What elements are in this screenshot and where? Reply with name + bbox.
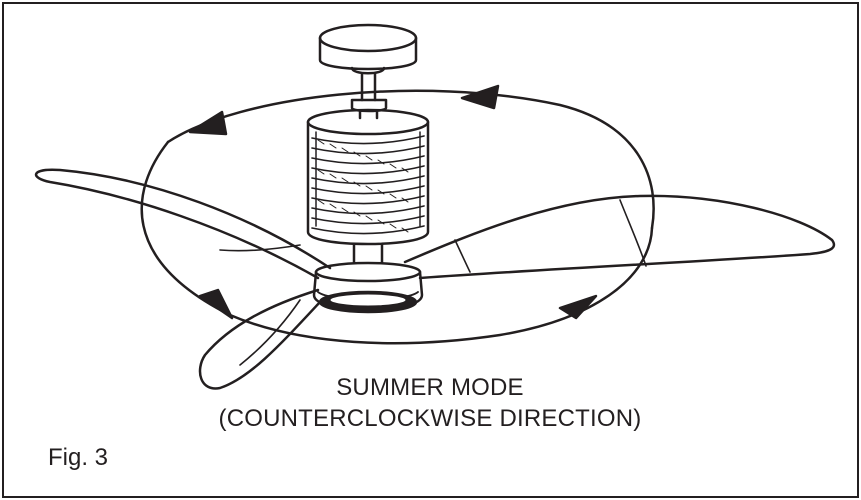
lower-shaft (352, 242, 384, 264)
direction-arrow-top (460, 84, 500, 110)
light-kit (312, 261, 424, 314)
direction-arrow-lower-right (558, 294, 598, 320)
rotation-path-back (166, 89, 655, 230)
rotation-path-front (140, 140, 654, 345)
direction-arrow-left (188, 110, 228, 136)
fan-blade-right (403, 194, 836, 280)
figure-label: Fig. 3 (48, 444, 109, 471)
mode-caption: SUMMER MODE (336, 374, 524, 401)
fan-blade-left (35, 168, 332, 280)
direction-caption: (COUNTERCLOCKWISE DIRECTION) (218, 405, 642, 432)
direction-arrow-lower-left (198, 288, 234, 320)
rope-wrap (311, 135, 425, 235)
fan-blade-front (198, 288, 322, 390)
canopy (318, 23, 418, 75)
